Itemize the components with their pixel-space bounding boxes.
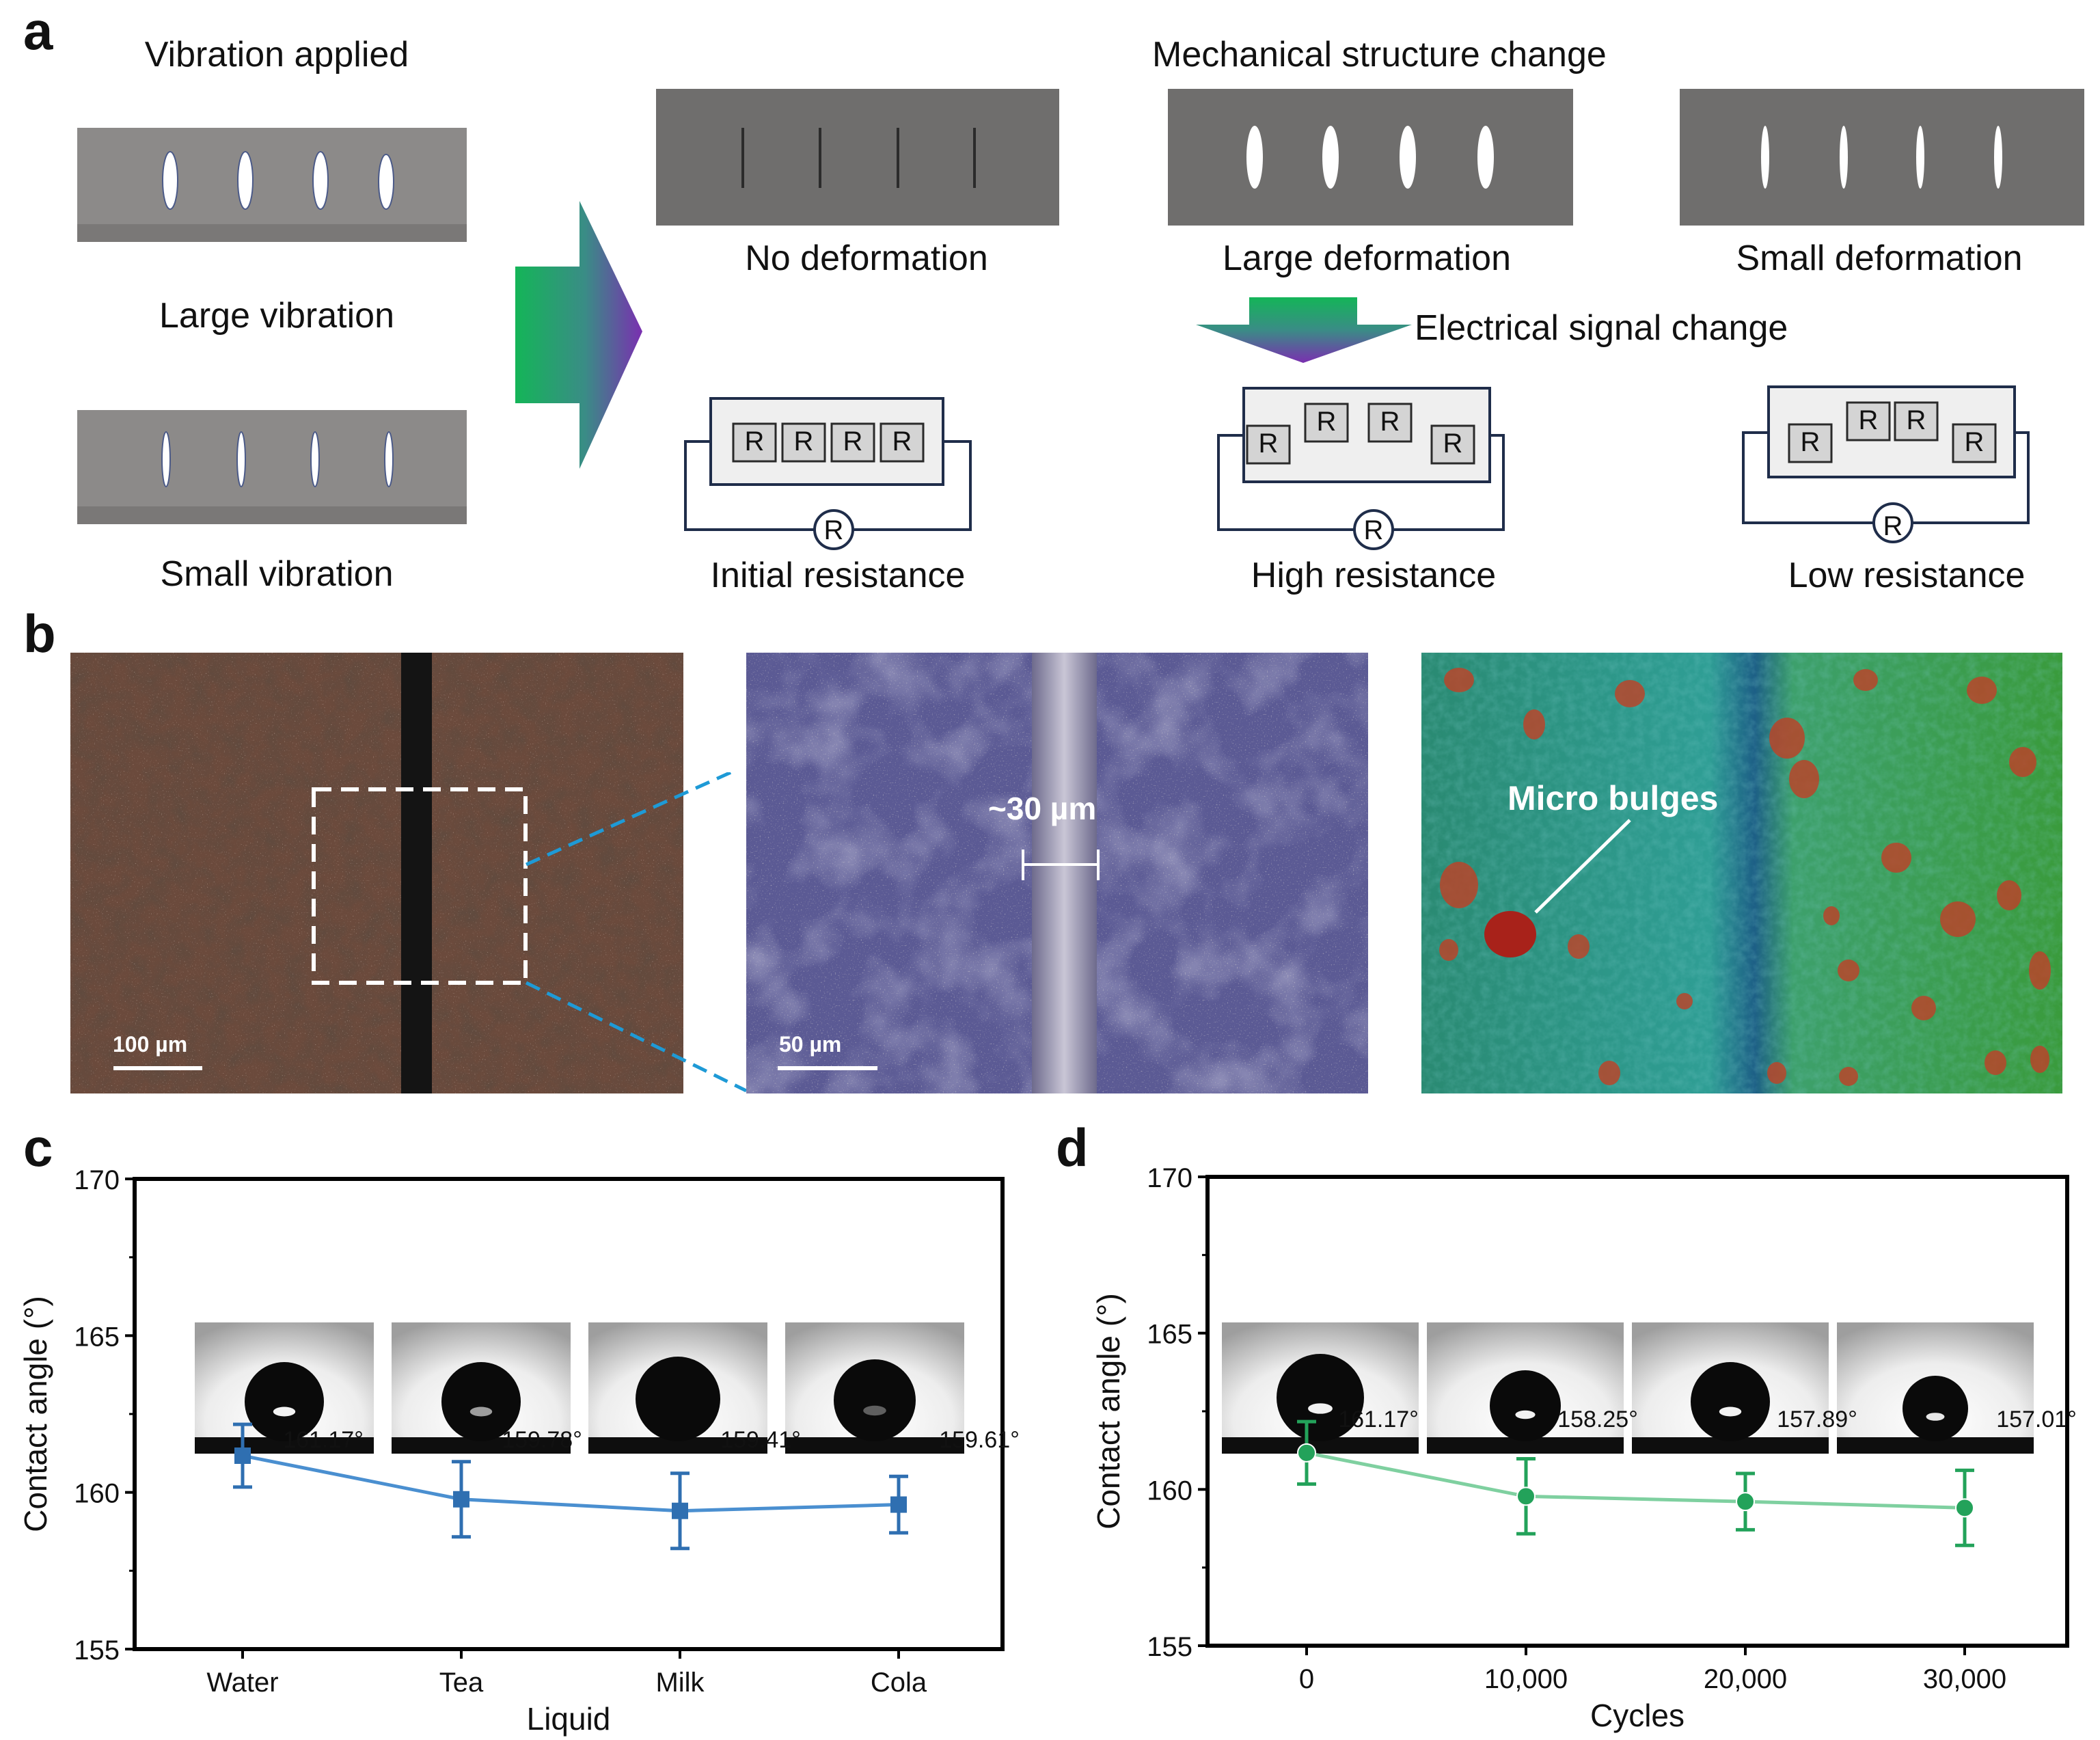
x-tick-label: 30,000 (1923, 1664, 2006, 1694)
y-axis-label: Contact angle (°) (1091, 1293, 1126, 1530)
resistor-symbol: R (1258, 429, 1279, 459)
small-vibration-plate (77, 410, 467, 524)
scale-bar-50-label: 50 µm (779, 1032, 842, 1057)
scale-bar-100-label: 100 µm (113, 1032, 188, 1057)
y-tick-label: 160 (1147, 1476, 1192, 1506)
resistor-symbol: R (823, 515, 844, 545)
droplet-photo (1427, 1322, 1624, 1454)
droplet-photo (195, 1322, 374, 1454)
initial-resistance-circuit (684, 397, 972, 550)
droplet-photo (588, 1322, 767, 1454)
x-tick-label: Milk (655, 1668, 705, 1698)
vibration-applied-title: Vibration applied (144, 35, 409, 74)
data-label: 159.61° (939, 1427, 1020, 1453)
y-tick-label: 155 (74, 1635, 120, 1666)
droplet-photo (1837, 1322, 2034, 1454)
data-point (1297, 1443, 1316, 1463)
micro-bulges-label: Micro bulges (1508, 779, 1719, 817)
data-point (234, 1447, 251, 1465)
large-vibration-plate (77, 128, 467, 242)
large-deformation-label: Large deformation (1222, 239, 1512, 278)
resistor-symbol: R (744, 426, 765, 457)
resistor-symbol: R (1906, 405, 1926, 435)
small-deformation-plate (1680, 89, 2084, 226)
resistor-symbol: R (892, 426, 912, 457)
resistor-symbol: R (1363, 515, 1384, 545)
data-point (672, 1502, 688, 1519)
data-label: 157.89° (1777, 1406, 1857, 1432)
series-line (1306, 1451, 1965, 1510)
data-label: 159.78° (502, 1427, 582, 1453)
resistor-symbol: R (1858, 405, 1879, 435)
droplet-photo (392, 1322, 571, 1454)
data-label: 158.25° (1557, 1406, 1638, 1432)
data-label: 159.41° (720, 1427, 801, 1453)
series-line (242, 1454, 899, 1513)
no-deformation-plate (656, 89, 1059, 226)
low-resistance-circuit (1742, 385, 2030, 543)
no-deformation-label: No deformation (745, 239, 988, 278)
resistor-symbol: R (1380, 407, 1400, 437)
small-deformation-label: Small deformation (1736, 239, 2023, 278)
panel-label-c: c (23, 1117, 53, 1178)
micrograph-heightmap: Micro bulges (1421, 653, 2062, 1093)
x-tick-label: 20,000 (1704, 1664, 1787, 1694)
x-tick-label: 0 (1299, 1664, 1314, 1694)
x-tick-label: Cola (871, 1668, 927, 1698)
data-point (453, 1491, 469, 1508)
resistor-symbol: R (793, 426, 814, 457)
resistor-symbol: R (1964, 427, 1985, 457)
resistor-symbol: R (1883, 511, 1903, 541)
panel-label-d: d (1056, 1117, 1089, 1178)
initial-resistance-label: Initial resistance (710, 556, 966, 595)
data-point (1516, 1486, 1536, 1506)
data-point (1955, 1498, 1974, 1518)
large-vibration-label: Large vibration (159, 296, 394, 336)
y-tick-label: 170 (74, 1165, 120, 1195)
gap-width-label: ~30 µm (988, 791, 1097, 826)
process-arrow-icon (515, 201, 642, 469)
y-tick-label: 165 (1147, 1320, 1192, 1350)
data-point (890, 1496, 907, 1513)
panel-label-a: a (23, 1, 53, 61)
micrograph-zoom: ~30 µm 50 µm (746, 653, 1368, 1093)
droplet-photo (1222, 1322, 1419, 1454)
y-tick-label: 165 (74, 1322, 120, 1352)
high-resistance-circuit (1217, 387, 1505, 550)
low-resistance-label: Low resistance (1788, 556, 2026, 595)
droplet-photo (1632, 1322, 1829, 1454)
resistor-symbol: R (1443, 429, 1463, 459)
y-tick-label: 160 (74, 1479, 120, 1509)
x-tick-label: Tea (439, 1668, 484, 1698)
resistor-symbol: R (843, 426, 863, 457)
high-resistance-label: High resistance (1251, 556, 1497, 595)
data-point (1736, 1492, 1755, 1512)
signal-arrow-icon (1196, 297, 1412, 363)
x-axis-label: Cycles (1590, 1698, 1685, 1733)
data-label: 161.17° (1338, 1406, 1419, 1432)
electrical-signal-label: Electrical signal change (1415, 308, 1788, 348)
x-axis-label: Liquid (527, 1701, 611, 1737)
small-vibration-label: Small vibration (160, 554, 394, 594)
y-axis-label: Contact angle (°) (18, 1296, 53, 1532)
x-tick-label: Water (206, 1668, 278, 1698)
mechanical-structure-title: Mechanical structure change (1152, 35, 1607, 74)
resistor-symbol: R (1800, 427, 1821, 457)
micrograph-overview: 100 µm (70, 653, 683, 1093)
y-tick-label: 155 (1147, 1632, 1192, 1662)
large-deformation-plate (1168, 89, 1573, 226)
droplet-photo (785, 1322, 964, 1454)
resistor-symbol: R (1316, 407, 1337, 437)
data-label: 161.17° (283, 1427, 364, 1453)
data-label: 157.01° (1996, 1406, 2077, 1432)
panel-label-b: b (23, 603, 56, 664)
x-tick-label: 10,000 (1484, 1664, 1568, 1694)
zoom-connector (525, 772, 748, 1093)
y-tick-label: 170 (1147, 1163, 1192, 1193)
